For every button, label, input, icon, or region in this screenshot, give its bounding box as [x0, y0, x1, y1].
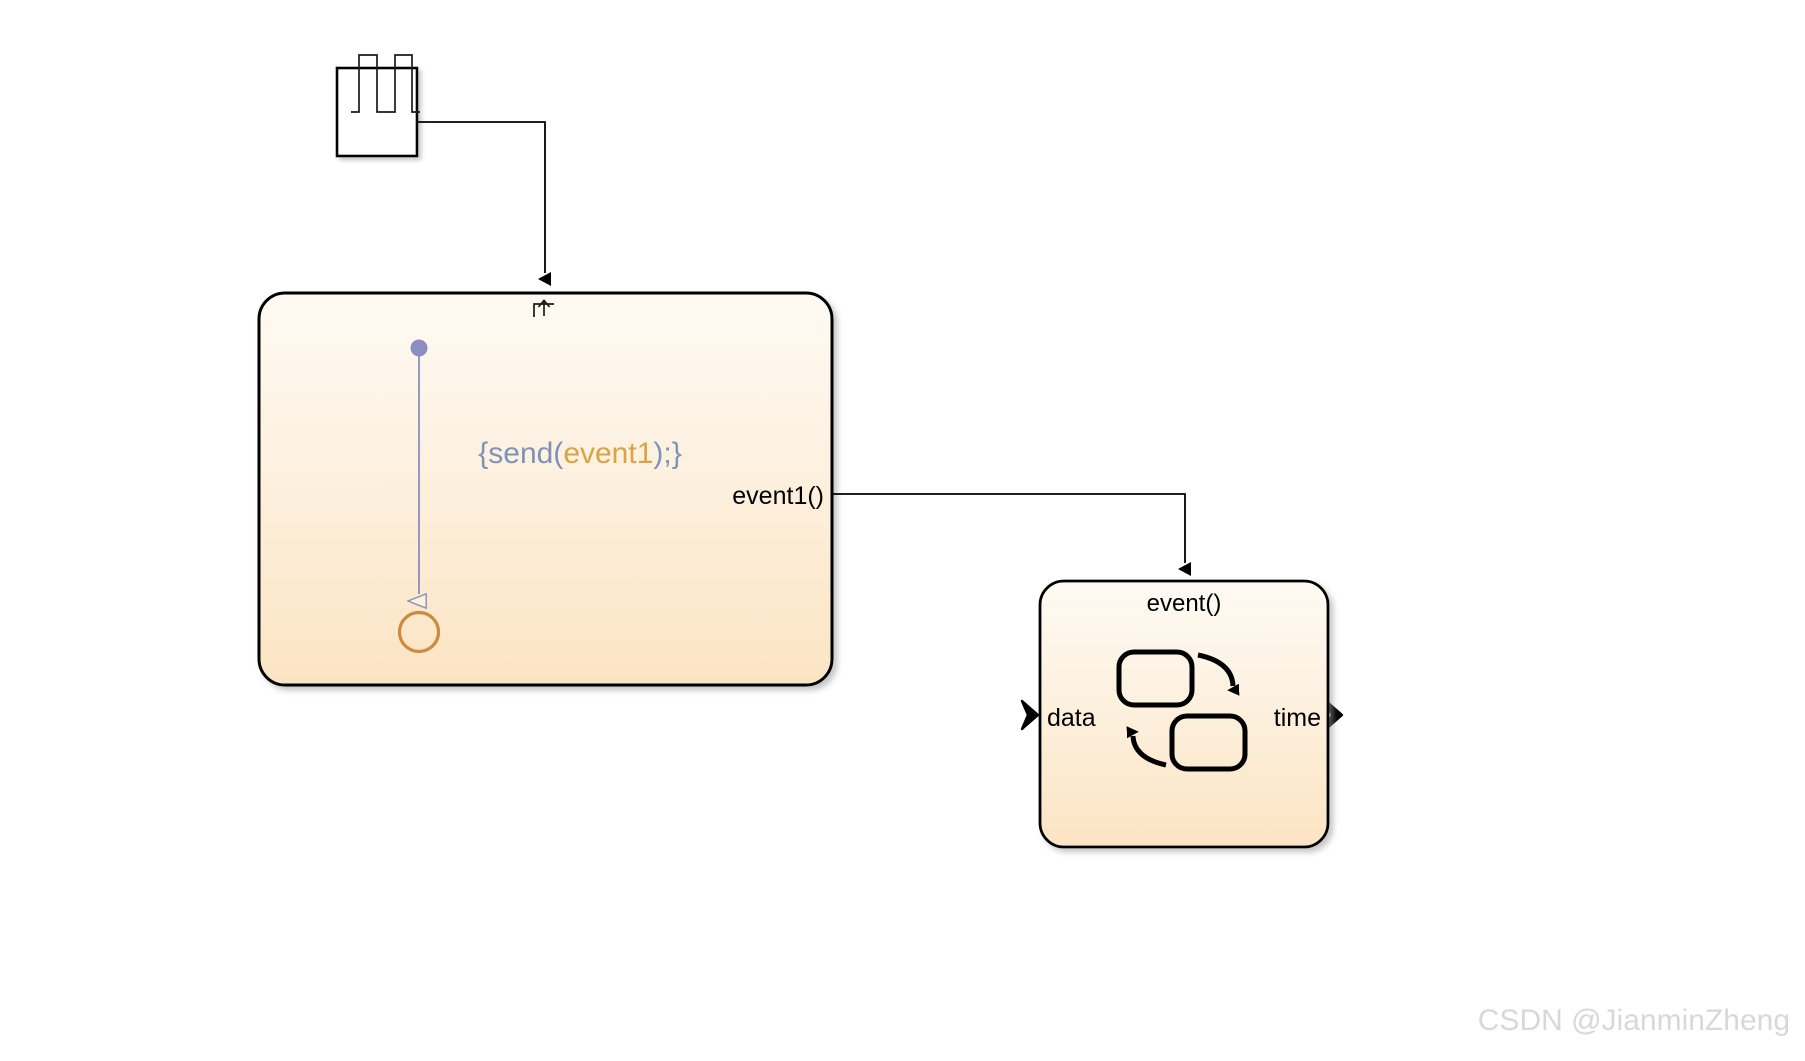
- data-input-port-icon[interactable]: [1020, 699, 1040, 731]
- default-transition-source-dot: [410, 339, 428, 357]
- default-transition[interactable]: [410, 339, 428, 595]
- rising-edge-trigger-icon: [533, 299, 554, 317]
- sender-chart-body[interactable]: [257, 291, 834, 687]
- terminating-junction[interactable]: [397, 610, 441, 654]
- action-suffix: );}: [653, 437, 681, 470]
- state-box-upper: [1116, 649, 1195, 708]
- event1-to-receiver-wire[interactable]: [832, 493, 1191, 576]
- receiver-chart-block[interactable]: event() data time: [1020, 579, 1344, 849]
- transition-arrow-down: [1197, 652, 1240, 696]
- watermark-label: CSDN @JianminZheng: [1478, 1004, 1790, 1037]
- action-event-name: event1: [563, 437, 653, 470]
- state-box-lower: [1169, 713, 1248, 772]
- sender-output-port-label: event1(): [732, 482, 824, 510]
- pulse-waveform-icon: [351, 54, 420, 113]
- action-prefix: {send(: [478, 437, 563, 470]
- transition-arrow-up: [1126, 726, 1167, 768]
- receiver-input-port-label: data: [1047, 704, 1096, 732]
- receiver-top-label: event(): [1147, 590, 1222, 617]
- receiver-output-port-label: time: [1274, 704, 1321, 732]
- pulse-to-trigger-wire[interactable]: [417, 121, 551, 286]
- pulse-generator-block[interactable]: [335, 54, 420, 158]
- stateflow-states-icon: [1116, 649, 1248, 772]
- chart-action-text: {send(event1);}: [478, 437, 682, 470]
- sender-chart-block[interactable]: {send(event1);} event1(): [257, 291, 834, 687]
